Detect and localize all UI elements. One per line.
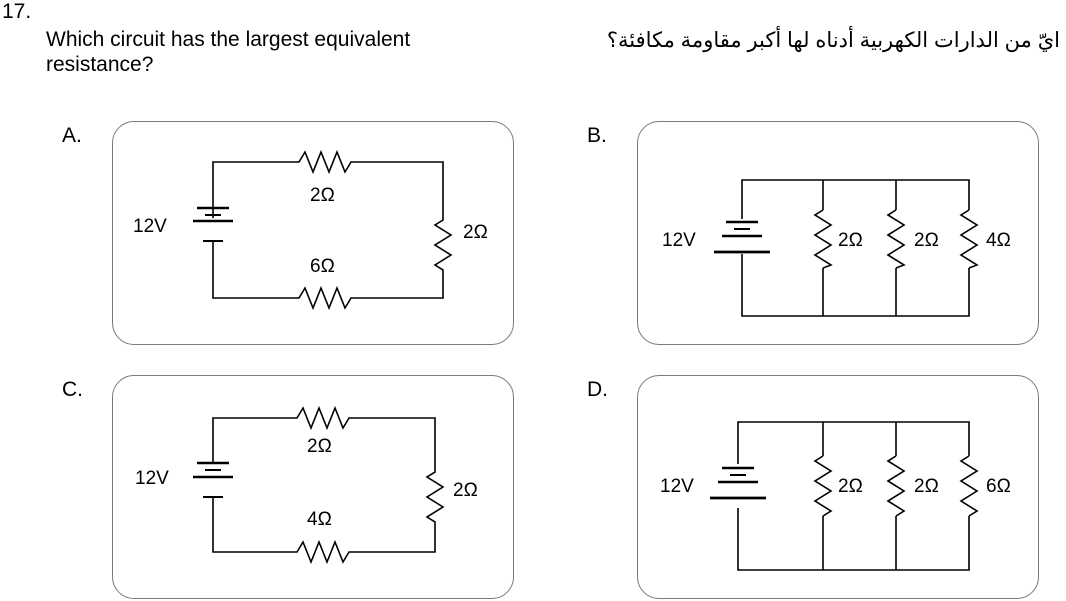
resistor-3-label: 6Ω: [986, 476, 1011, 497]
battery-icon: [193, 461, 233, 498]
resistor-2-label: 2Ω: [914, 230, 939, 251]
question-text-english: Which circuit has the largest equivalent…: [46, 28, 411, 76]
resistor-top-label: 2Ω: [310, 185, 335, 206]
resistor-right-label: 2Ω: [463, 222, 488, 243]
option-a-circuit: 12V 2Ω 6Ω 2Ω: [112, 121, 514, 345]
resistor-3-icon: [959, 209, 979, 269]
option-a-label: A.: [62, 124, 82, 147]
resistor-top-label: 2Ω: [307, 436, 332, 457]
voltage-label: 12V: [662, 230, 696, 251]
option-d-label: D.: [587, 378, 608, 401]
voltage-label: 12V: [660, 476, 694, 497]
voltage-label: 12V: [135, 468, 169, 489]
resistor-2-icon: [886, 455, 906, 517]
option-b-label: B.: [587, 124, 607, 147]
battery-icon: [714, 220, 770, 254]
battery-icon: [193, 206, 233, 242]
resistor-2-icon: [886, 209, 906, 269]
option-d-circuit: 12V 2Ω 2Ω 6Ω: [637, 375, 1039, 599]
option-c-circuit: 12V 2Ω 4Ω 2Ω: [112, 375, 514, 599]
resistor-bottom-label: 4Ω: [307, 509, 332, 530]
resistor-right-label: 2Ω: [453, 480, 478, 501]
voltage-label: 12V: [133, 216, 167, 237]
resistor-1-label: 2Ω: [838, 476, 863, 497]
resistor-1-icon: [813, 209, 833, 269]
wire: [212, 149, 453, 311]
option-c-label: C.: [62, 378, 83, 401]
battery-icon: [710, 466, 766, 500]
wire: [212, 405, 445, 565]
resistor-3-icon: [959, 455, 979, 517]
question-text-arabic: ايّ من الدارات الكهربية أدناه لها أكبر م…: [606, 29, 1060, 52]
resistor-3-label: 4Ω: [986, 230, 1011, 251]
resistor-1-label: 2Ω: [838, 230, 863, 251]
wire: [737, 421, 970, 571]
option-b-circuit: 12V 2Ω 2Ω 4Ω: [637, 121, 1039, 345]
wire: [741, 179, 970, 317]
question-number: 17.: [2, 0, 32, 23]
resistor-2-label: 2Ω: [914, 476, 939, 497]
resistor-bottom-label: 6Ω: [310, 256, 335, 277]
resistor-1-icon: [813, 455, 833, 517]
